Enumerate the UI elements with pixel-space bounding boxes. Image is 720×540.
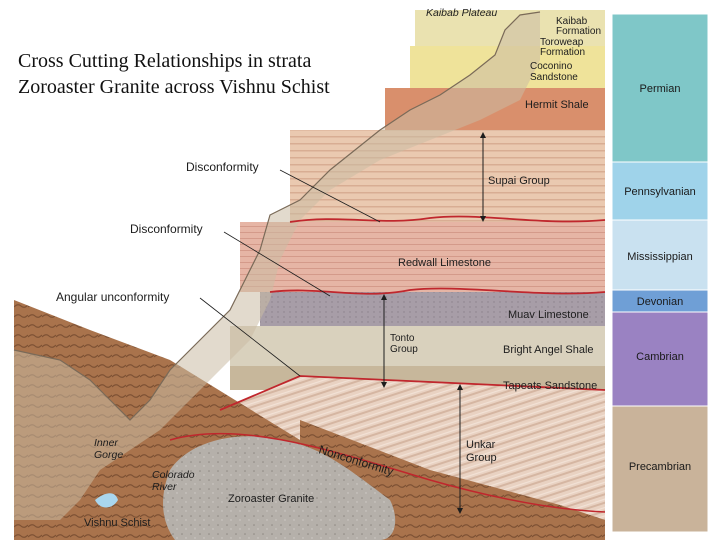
- kaibab-plateau-label: Kaibab Plateau: [426, 7, 497, 19]
- inner-gorge-label-2: Gorge: [94, 449, 123, 461]
- bright-angel-shale-label: Bright Angel Shale: [503, 344, 594, 356]
- coconino-label-1: Coconino: [530, 61, 573, 72]
- muav-layer: [260, 292, 605, 326]
- colorado-river-label-2: River: [152, 481, 177, 493]
- disconformity-lower-label: Disconformity: [130, 222, 203, 236]
- tonto-group-label-1: Tonto: [390, 333, 415, 344]
- unkar-arrow-head-top: [457, 384, 463, 390]
- slide-title-line-2: Zoroaster Granite across Vishnu Schist: [18, 76, 330, 98]
- disconformity-lower-line: [269, 287, 606, 295]
- period-label-mississippian: Mississippian: [627, 251, 692, 263]
- muav-limestone-label: Muav Limestone: [508, 309, 589, 321]
- angular-unconformity-leader: [199, 297, 301, 377]
- period-box-cambrian: [611, 311, 709, 407]
- tonto-group-label-2: Group: [390, 344, 418, 355]
- period-box-pennsylvanian: [611, 161, 709, 221]
- coconino-label-2: Sandstone: [530, 72, 578, 83]
- unkar-group-label-2: Group: [466, 452, 497, 464]
- period-label-permian: Permian: [640, 83, 681, 95]
- zoroaster-granite-body: [163, 436, 396, 540]
- period-box-mississippian: [611, 219, 709, 291]
- period-box-permian: [611, 13, 709, 163]
- tonto-arrow-head-bottom: [381, 382, 387, 388]
- disconformity-upper-line: [289, 215, 606, 223]
- period-label-precambrian: Precambrian: [629, 461, 691, 473]
- unkar-group-label-1: Unkar: [466, 439, 496, 451]
- supai-group-label: Supai Group: [488, 175, 550, 187]
- redwall-layer: [240, 222, 605, 292]
- inner-gorge-label-1: Inner: [94, 437, 118, 449]
- tonto-arrow-head-top: [381, 294, 387, 300]
- toroweap-label-2: Formation: [540, 47, 585, 58]
- disconformity-lower-leader: [223, 231, 331, 297]
- toroweap-label-1: Toroweap: [540, 37, 584, 48]
- slide-title-line-1: Cross Cutting Relationships in strata: [18, 50, 312, 72]
- nonconformity-line: [169, 432, 606, 513]
- angular-unconformity-label: Angular unconformity: [56, 290, 169, 304]
- vishnu-schist-label: Vishnu Schist: [84, 517, 150, 529]
- supai-arrow-head-bottom: [480, 216, 486, 222]
- colorado-river-label-1: Colorado: [152, 469, 195, 481]
- canyon-cliff-face: [14, 12, 540, 520]
- unkar-arrow-head-bottom: [457, 508, 463, 514]
- unkar-layer: [220, 376, 605, 520]
- kaibab-formation-label-1: Kaibab: [556, 16, 588, 27]
- period-label-cambrian: Cambrian: [636, 351, 684, 363]
- hermit-shale-label: Hermit Shale: [525, 99, 589, 111]
- period-label-devonian: Devonian: [637, 296, 683, 308]
- disconformity-upper-leader: [279, 169, 381, 223]
- period-label-pennsylvanian: Pennsylvanian: [624, 186, 696, 198]
- bright-angel-layer: [230, 326, 605, 366]
- supai-arrow-head-top: [480, 132, 486, 138]
- colorado-river: [95, 493, 118, 508]
- slide-title: Cross Cutting Relationships in strata Zo…: [18, 48, 330, 100]
- disconformity-upper-label: Disconformity: [186, 160, 259, 174]
- tapeats-sandstone-label: Tapeats Sandstone: [503, 380, 597, 392]
- canyon-rim-line: [13, 11, 541, 421]
- kaibab-formation-label-2: Formation: [556, 26, 601, 37]
- period-box-precambrian: [611, 405, 709, 533]
- redwall-limestone-label: Redwall Limestone: [398, 257, 491, 269]
- geologic-period-column: Permian Pennsylvanian Mississippian Devo…: [611, 13, 709, 533]
- zoroaster-granite-label: Zoroaster Granite: [228, 493, 314, 505]
